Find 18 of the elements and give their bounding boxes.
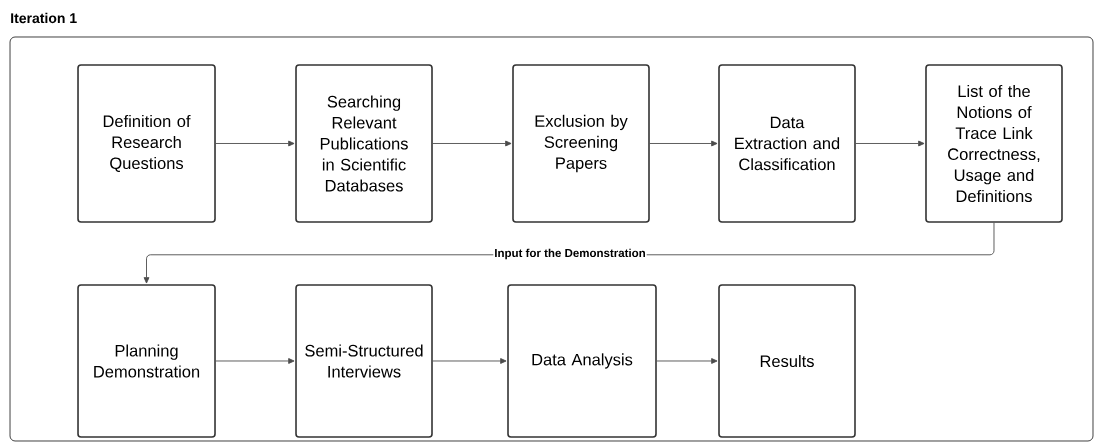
arrow (432, 140, 512, 147)
arrow (649, 140, 718, 147)
arrow (215, 140, 295, 147)
arrow (656, 358, 718, 364)
process-box: Planning Demonstration (77, 284, 216, 438)
process-box: Data Extraction and Classification (718, 64, 856, 223)
process-box: Searching Relevant Publications in Scientific Databases (295, 64, 433, 223)
edge-label: Input for the Demonstration (493, 247, 647, 261)
process-box: Results (718, 284, 856, 438)
process-box: List of the Notions of Trace Link Correctness, Usage and Definitions (925, 64, 1063, 223)
arrow (855, 140, 925, 147)
arrow (432, 358, 507, 364)
process-box: Semi-Structured Interviews (295, 284, 433, 438)
process-box: Data Analysis (507, 284, 657, 438)
arrow (215, 358, 295, 364)
process-box: Exclusion by Screening Papers (512, 64, 650, 223)
process-box: Definition of Research Questions (77, 64, 216, 223)
node-label: Iteration 1 (11, 12, 77, 24)
